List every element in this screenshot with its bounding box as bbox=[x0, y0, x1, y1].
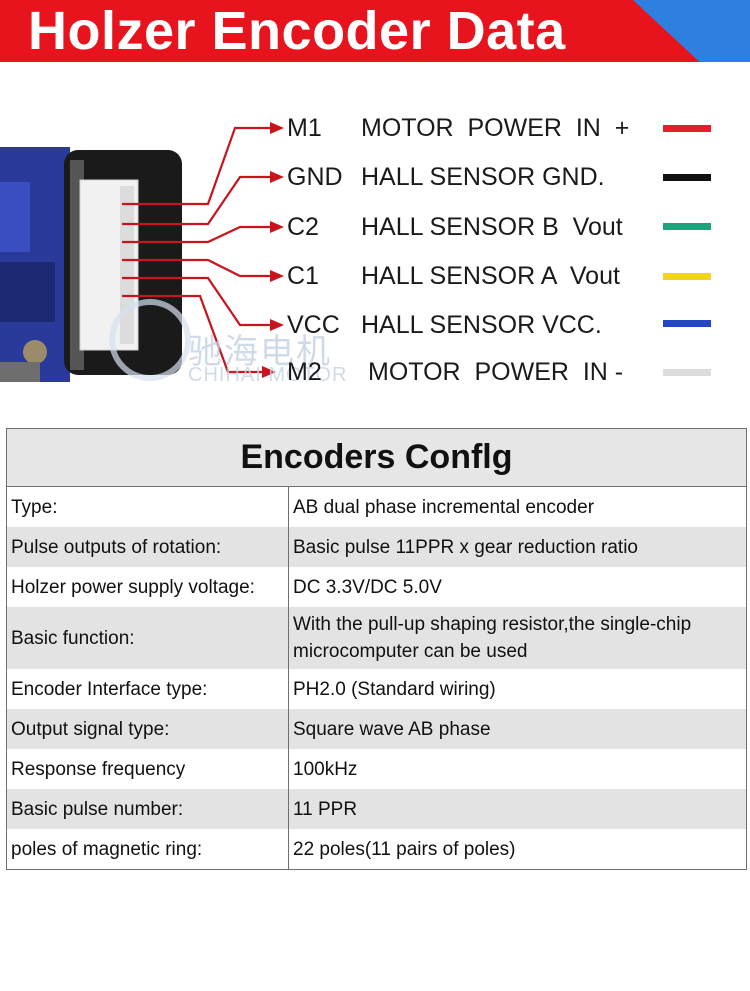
table-row: Output signal type: Square wave AB phase bbox=[7, 709, 746, 749]
table-row: Holzer power supply voltage: DC 3.3V/DC … bbox=[7, 567, 746, 607]
table-row: Basic function: With the pull-up shaping… bbox=[7, 607, 746, 669]
row-value: With the pull-up shaping resistor,the si… bbox=[293, 614, 692, 662]
wire-swatch-c1 bbox=[663, 273, 711, 280]
row-value: AB dual phase incremental encoder bbox=[293, 496, 595, 518]
wire-swatch-m1 bbox=[663, 125, 711, 132]
pin-code-vcc: VCC bbox=[287, 311, 340, 339]
page-title: Holzer Encoder Data bbox=[28, 1, 566, 61]
row-value: 11 PPR bbox=[293, 798, 358, 820]
wire-swatch-c2 bbox=[663, 223, 711, 230]
table-row: Type: AB dual phase incremental encoder bbox=[7, 487, 746, 527]
table-row: Basic pulse number: 11 PPR bbox=[7, 789, 746, 829]
motor-connector-illustration bbox=[0, 122, 284, 382]
row-value: Basic pulse 11PPR x gear reduction ratio bbox=[293, 536, 638, 558]
pin-desc-gnd: HALL SENSOR GND. bbox=[361, 163, 605, 191]
pin-desc-m2: MOTOR POWER IN - bbox=[368, 358, 624, 386]
header-banner: Holzer Encoder Data bbox=[0, 0, 750, 62]
motor-highlight bbox=[0, 182, 30, 252]
row-value: 100kHz bbox=[293, 758, 358, 780]
pin-code-m2: M2 bbox=[287, 358, 322, 386]
row-value: DC 3.3V/DC 5.0V bbox=[293, 576, 442, 598]
pin-desc-c1: HALL SENSOR A Vout bbox=[361, 262, 620, 290]
config-title: Encoders Conflg bbox=[7, 429, 746, 487]
row-value: Square wave AB phase bbox=[293, 718, 491, 740]
row-label: Pulse outputs of rotation: bbox=[7, 527, 289, 567]
pin-desc-c2: HALL SENSOR B Vout bbox=[361, 213, 623, 241]
watermark-chinese: 驰海电机 bbox=[188, 332, 332, 372]
wire-swatch-vcc bbox=[663, 320, 711, 327]
connector-side bbox=[120, 186, 134, 344]
config-rows: Type: AB dual phase incremental encoder … bbox=[7, 487, 746, 869]
encoder-config-table: Encoders Conflg Type: AB dual phase incr… bbox=[6, 428, 747, 870]
wire-swatch-m2 bbox=[663, 369, 711, 376]
watermark-emblem bbox=[109, 299, 191, 381]
pin-code-c1: C1 bbox=[287, 262, 319, 290]
arrow-heads bbox=[262, 122, 284, 378]
motor-spring bbox=[23, 340, 47, 364]
table-row: Encoder Interface type: PH2.0 (Standard … bbox=[7, 669, 746, 709]
pin-code-gnd: GND bbox=[287, 163, 343, 191]
watermark-english: CHIHAI MOTOR bbox=[188, 364, 348, 386]
row-value: 22 poles(11 pairs of poles) bbox=[293, 838, 516, 860]
pin-code-c2: C2 bbox=[287, 213, 319, 241]
pin-code-m1: M1 bbox=[287, 114, 322, 142]
pin-desc-m1: MOTOR POWER IN + bbox=[361, 114, 630, 142]
row-value: PH2.0 (Standard wiring) bbox=[293, 678, 496, 700]
motor-base bbox=[0, 362, 40, 382]
table-row: Response frequency 100kHz bbox=[7, 749, 746, 789]
motor-gear-area bbox=[0, 262, 55, 322]
row-label: Encoder Interface type: bbox=[7, 669, 289, 709]
wire-lines bbox=[122, 126, 270, 374]
banner-red-band bbox=[0, 0, 750, 62]
table-row: poles of magnetic ring: 22 poles(11 pair… bbox=[7, 829, 746, 869]
wiring-diagram: 驰海电机 CHIHAI MOTOR M1 MOTOR POWER IN + GN… bbox=[0, 62, 750, 412]
row-label: poles of magnetic ring: bbox=[7, 829, 289, 869]
row-label: Response frequency bbox=[7, 749, 289, 789]
wire-swatch-gnd bbox=[663, 174, 711, 181]
pin-desc-vcc: HALL SENSOR VCC. bbox=[361, 311, 602, 339]
row-label: Basic pulse number: bbox=[7, 789, 289, 829]
row-label: Type: bbox=[7, 487, 289, 527]
row-label: Holzer power supply voltage: bbox=[7, 567, 289, 607]
table-row: Pulse outputs of rotation: Basic pulse 1… bbox=[7, 527, 746, 567]
row-label: Basic function: bbox=[7, 607, 289, 669]
row-label: Output signal type: bbox=[7, 709, 289, 749]
